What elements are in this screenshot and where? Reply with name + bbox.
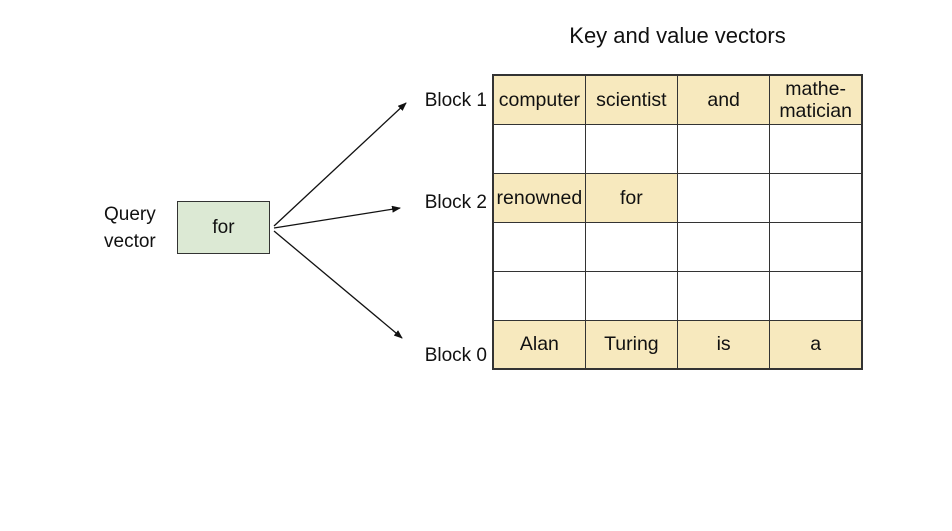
kv-cell-empty — [492, 123, 586, 174]
kv-cell-empty — [769, 270, 863, 321]
kv-cell-token: a — [769, 319, 863, 370]
kv-cell-empty — [676, 172, 771, 223]
kv-cell-token: computer — [492, 74, 586, 125]
query-vector-label: Query vector — [104, 204, 156, 252]
kv-table-row — [492, 123, 863, 174]
kv-cell-empty — [769, 123, 863, 174]
kv-cell-empty — [676, 221, 771, 272]
block-0-label: Block 0 — [424, 345, 487, 366]
kv-cell-token: Alan — [492, 319, 586, 370]
kv-table-row — [492, 221, 863, 272]
arrow-to-block-1 — [273, 102, 407, 227]
block-1-label: Block 1 — [424, 90, 487, 111]
kv-cell-empty — [769, 221, 863, 272]
kv-cell-empty — [769, 172, 863, 223]
diagram-title: Key and value vectors — [569, 23, 786, 48]
block-2-label: Block 2 — [424, 192, 487, 213]
arrow-to-block-2 — [273, 205, 401, 229]
kv-table-row — [492, 270, 863, 321]
kv-cell-token: renowned — [492, 172, 586, 223]
kv-cell-token: for — [584, 172, 679, 223]
kv-cell-token: is — [676, 319, 771, 370]
kv-cell-empty — [584, 270, 679, 321]
query-token: for — [212, 216, 235, 238]
kv-cell-empty — [584, 123, 679, 174]
kv-cell-token: and — [676, 74, 771, 125]
kv-cell-empty — [492, 270, 586, 321]
kv-cell-token: mathe- matician — [769, 74, 863, 125]
kv-cell-empty — [676, 123, 771, 174]
kv-cell-empty — [676, 270, 771, 321]
kv-cell-token: Turing — [584, 319, 679, 370]
kv-cell-token: scientist — [584, 74, 679, 125]
kv-cell-empty — [492, 221, 586, 272]
arrow-to-block-0 — [273, 230, 403, 339]
query-vector-box: for — [177, 201, 270, 254]
kv-cell-empty — [584, 221, 679, 272]
